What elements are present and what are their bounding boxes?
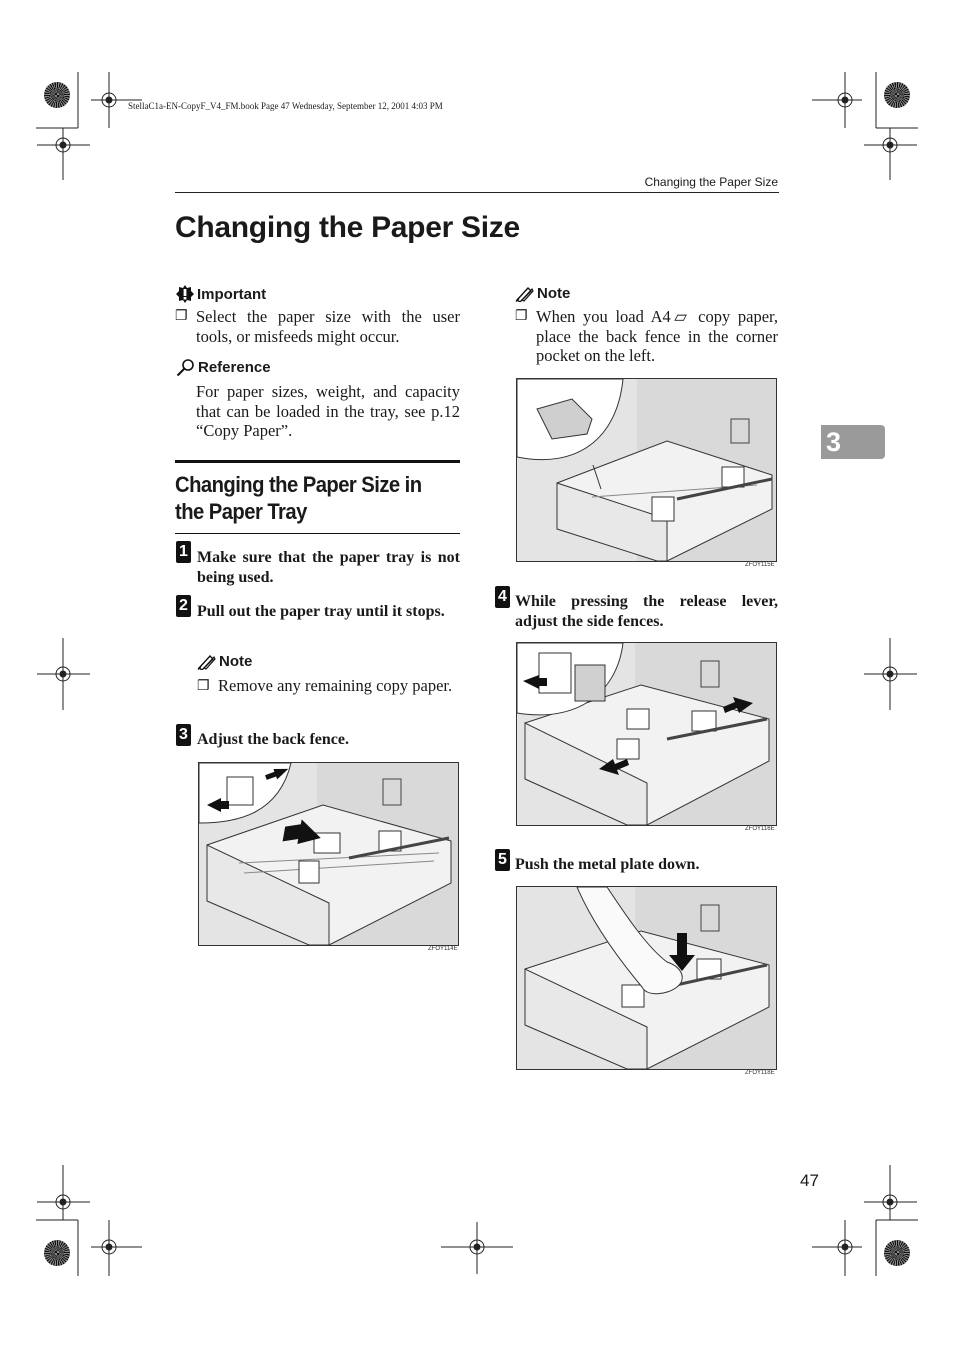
page-title: Changing the Paper Size (175, 211, 520, 244)
reference-heading: Reference (176, 358, 271, 377)
step-number-3: 3 (176, 724, 191, 746)
right-note-label: Note (537, 285, 571, 302)
figure-code: ZFOY114E (428, 946, 458, 952)
step-text-2: Pull out the paper tray until it stops. (197, 603, 445, 620)
reference-text: For paper sizes, weight, and capacity th… (196, 382, 460, 440)
important-icon (176, 285, 194, 303)
rosette-mark (884, 1240, 910, 1266)
page-number: 47 (800, 1171, 819, 1190)
figure-code: ZFOY118E (745, 1070, 775, 1076)
step2-note-item: Remove any remaining copy paper. (218, 676, 453, 695)
checkbox-icon: ❐ (175, 309, 188, 324)
rosette-mark (884, 82, 910, 108)
figure-adjust-back-fence (198, 762, 459, 946)
step-text-3: Adjust the back fence. (197, 731, 349, 748)
right-note-item: When you load A4▱ copy paper, place the … (536, 307, 778, 365)
checkbox-icon: ❐ (515, 309, 528, 324)
step-number-1: 1 (176, 541, 191, 563)
pencil-icon (515, 286, 534, 302)
figure-push-metal-plate (516, 886, 777, 1070)
section-title: Changing the Paper Size in the Paper Tra… (175, 472, 422, 524)
figure-back-fence-corner-pocket (516, 378, 777, 562)
important-item: Select the paper size with the user tool… (196, 307, 460, 346)
rosette-mark (44, 1240, 70, 1266)
important-label: Important (197, 285, 267, 303)
important-heading: Important (176, 285, 266, 303)
step-text-5: Push the metal plate down. (515, 856, 700, 873)
magnifier-icon (176, 359, 194, 377)
step-text-1: Make sure that the paper tray is not bei… (197, 549, 460, 586)
chapter-tab: 3 (821, 425, 885, 459)
figure-code: ZFOY116E (745, 826, 775, 832)
step-number-4: 4 (495, 586, 510, 608)
header-rule (175, 192, 779, 193)
file-stamp: StellaC1a-EN-CopyF_V4_FM.book Page 47 We… (128, 101, 443, 111)
figure-code: ZFOY115E (745, 562, 775, 568)
rosette-mark (44, 82, 70, 108)
running-head: Changing the Paper Size (644, 175, 778, 189)
step-number-2: 2 (176, 595, 191, 617)
step2-note-heading: Note (197, 653, 252, 670)
checkbox-icon: ❐ (197, 679, 210, 694)
right-note-heading: Note (515, 285, 570, 302)
reference-label: Reference (198, 359, 271, 376)
step-number-5: 5 (495, 849, 510, 871)
pencil-icon (197, 654, 216, 670)
step-text-4: While pressing the release lever, adjust… (515, 593, 778, 630)
section-heading-box: Changing the Paper Size in the Paper Tra… (175, 460, 460, 534)
step2-note-label: Note (219, 653, 253, 670)
figure-adjust-side-fences (516, 642, 777, 826)
